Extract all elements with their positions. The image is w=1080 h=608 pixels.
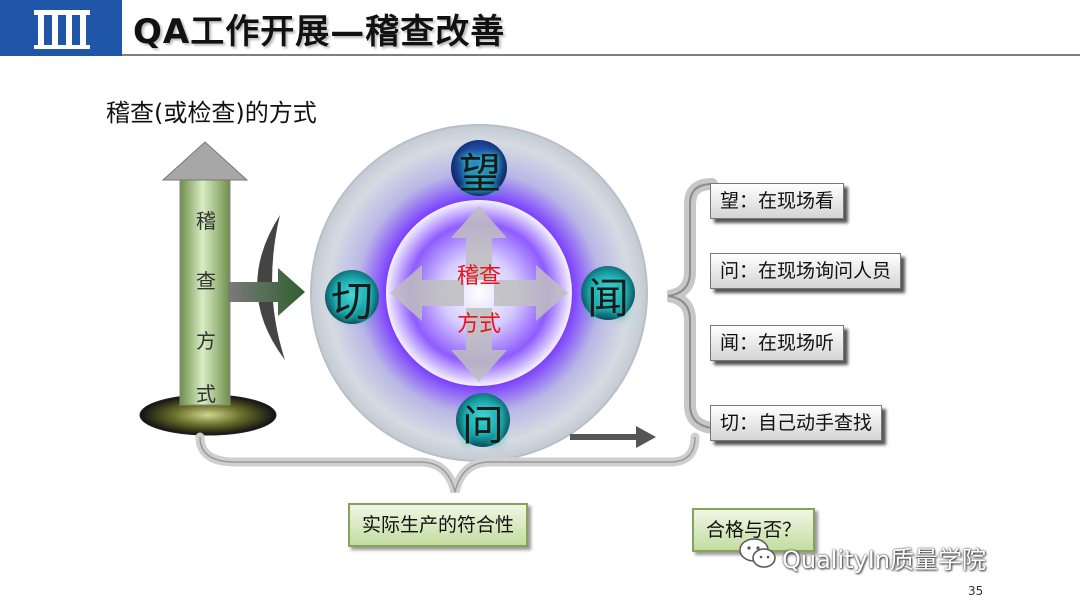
arrow-char: 查 — [196, 269, 216, 293]
method-touch: 切：自己动手查找 — [710, 405, 883, 441]
section-subtitle: 稽查(或检查)的方式 — [106, 99, 317, 127]
conformity-box: 实际生产的符合性 — [348, 503, 529, 547]
center-text-line1: 稽查 — [456, 264, 501, 289]
page-title: QA工作开展—稽查改善 — [133, 12, 506, 52]
up-arrow-head — [161, 141, 249, 181]
center-text-line2: 方式 — [456, 312, 501, 337]
label-wen-ask: 问 — [461, 401, 504, 450]
four-way-arrow — [390, 206, 568, 382]
method-ask: 问：在现场询问人员 — [710, 253, 902, 289]
label-wang: 望 — [458, 149, 501, 198]
method-look: 望：在现场看 — [710, 183, 845, 219]
arrow-char: 方 — [196, 329, 216, 353]
header-logo — [0, 0, 122, 56]
columns-logo-icon — [34, 10, 90, 49]
arrow-char: 稽 — [196, 209, 216, 233]
page-number: 35 — [968, 584, 984, 598]
inner-circle — [386, 200, 572, 386]
label-qie: 切 — [330, 277, 373, 326]
label-wen-listen: 闻 — [586, 274, 629, 323]
right-arrow — [636, 426, 656, 448]
method-listen: 闻：在现场听 — [710, 325, 845, 361]
arrow-char: 式 — [196, 382, 216, 406]
watermark: QualityIn质量学院 — [782, 546, 987, 574]
wechat-icon — [739, 538, 776, 568]
header-divider — [122, 54, 1080, 56]
